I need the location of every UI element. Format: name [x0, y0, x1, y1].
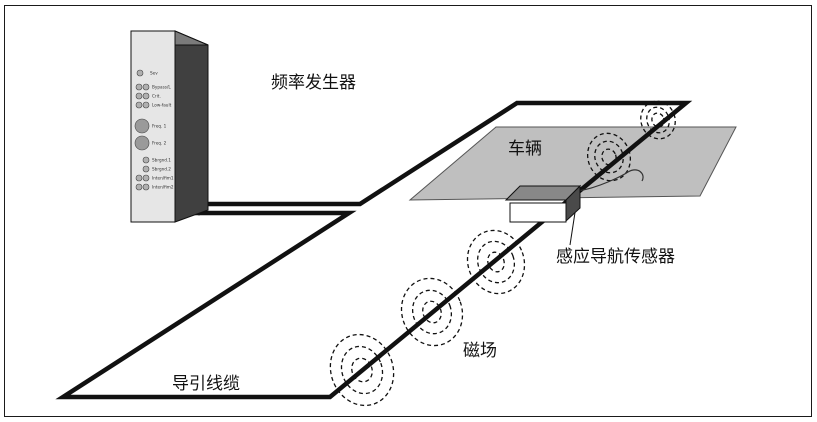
panel-row-label: Crit. — [152, 94, 161, 99]
panel-indicator — [135, 83, 143, 91]
panel-row-label: Sbrgnd.2 — [152, 167, 171, 172]
figure-frame — [4, 5, 812, 417]
panel-indicator — [142, 174, 150, 182]
sensor-box — [504, 184, 582, 223]
label-navigation-sensor: 感应导航传感器 — [556, 247, 675, 267]
label-vehicle: 车辆 — [508, 139, 542, 159]
panel-indicator — [142, 92, 150, 100]
panel-indicator — [142, 183, 150, 191]
panel-indicator — [135, 101, 143, 109]
panel-row-label: Inten/fim2 — [152, 185, 174, 190]
panel-indicator — [134, 118, 150, 134]
panel-row-label: Sev — [150, 71, 158, 76]
guide-cable-loop — [55, 100, 693, 400]
panel-indicator — [142, 156, 150, 164]
panel-row-label: Freq. 1 — [152, 124, 167, 129]
panel-indicator — [142, 83, 150, 91]
panel-indicator — [136, 69, 144, 77]
panel-indicator — [135, 174, 143, 182]
label-frequency-generator: 频率发生器 — [271, 73, 356, 93]
panel-indicator — [135, 183, 143, 191]
panel-row-label: Sbrgnd.1 — [152, 158, 171, 163]
label-magnetic-field: 磁场 — [463, 341, 497, 361]
panel-indicator — [142, 165, 150, 173]
label-guide-cable: 导引线缆 — [172, 374, 240, 394]
panel-row-label: Low-fault — [152, 103, 172, 108]
panel-row-label: Freq. 2 — [152, 141, 167, 146]
panel-indicator — [135, 92, 143, 100]
sensor-cable — [577, 169, 644, 192]
panel-indicator — [134, 135, 150, 151]
panel-row-label: Inten/fim1 — [152, 176, 174, 181]
panel-row-label: Bypass/L — [152, 85, 171, 90]
panel-indicator — [142, 101, 150, 109]
